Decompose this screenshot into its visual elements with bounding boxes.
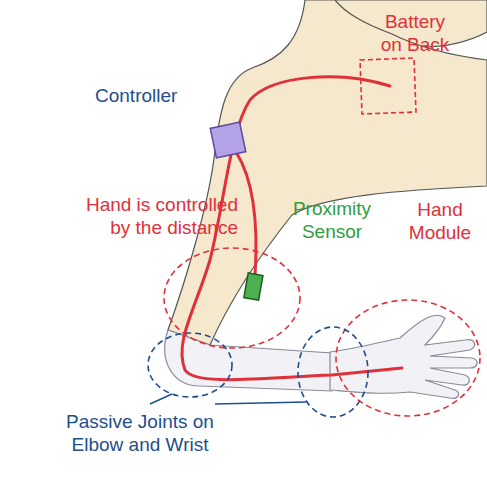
sensor-wire	[236, 152, 256, 276]
hand-region	[336, 300, 480, 416]
leader-line	[215, 402, 306, 404]
prosthetic-forearm	[165, 330, 332, 391]
distance-label: Hand is controlled by the distance	[66, 193, 238, 239]
distance-region	[164, 248, 300, 348]
proximity-sensor	[244, 273, 263, 300]
joints-label: Passive Joints on Elbow and Wrist	[52, 410, 228, 456]
sensor-label: Proximity Sensor	[282, 197, 382, 243]
hand-module-shape	[330, 315, 477, 398]
hand-module-label: Hand Module	[398, 198, 482, 244]
leader-line	[150, 394, 172, 404]
controller-label: Controller	[95, 84, 205, 107]
controller-box	[210, 122, 246, 158]
battery-label: Battery on Back	[375, 10, 455, 56]
elbow-joint-region	[148, 333, 232, 397]
wrist-joint-region	[298, 327, 368, 417]
body-outline	[168, 0, 487, 345]
